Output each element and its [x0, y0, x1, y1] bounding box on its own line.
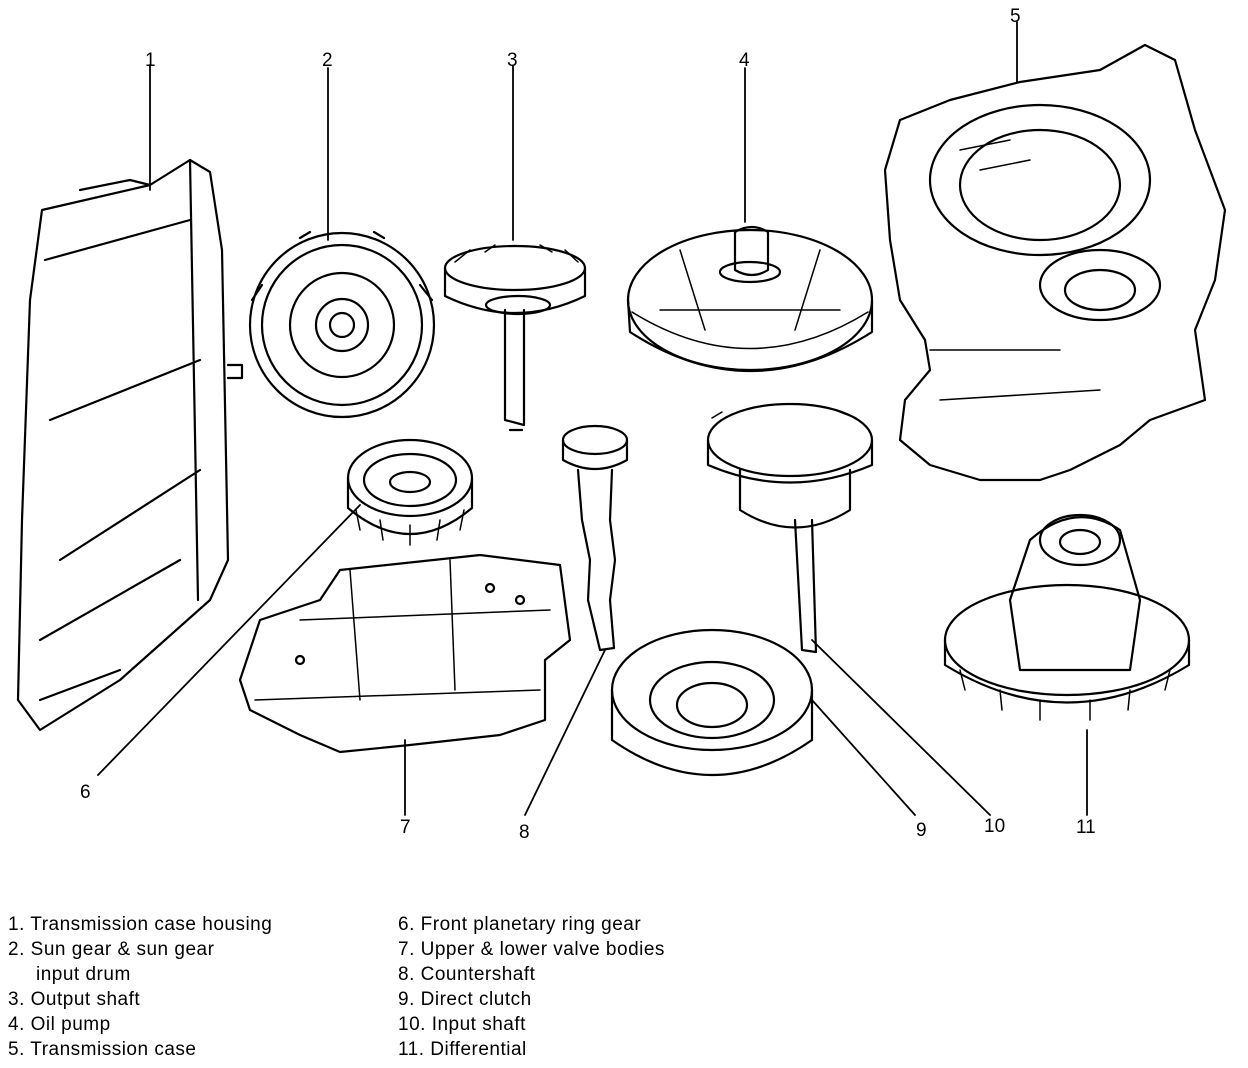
- legend-item-10: 10. Input shaft: [398, 1012, 665, 1037]
- legend-item-6: 6. Front planetary ring gear: [398, 912, 665, 937]
- legend-item-8: 8. Countershaft: [398, 962, 665, 987]
- part-transmission-case: [883, 43, 1227, 482]
- legend-text: Differential: [430, 1039, 527, 1060]
- legend-item-9: 9. Direct clutch: [398, 987, 665, 1012]
- legend-item-7: 7. Upper & lower valve bodies: [398, 937, 665, 962]
- part-sun-gear-input-drum: [248, 230, 436, 419]
- legend-text: Transmission case: [30, 1039, 197, 1060]
- callout-5: 5: [1010, 6, 1021, 27]
- legend-text: input drum: [36, 964, 131, 985]
- callout-7: 7: [400, 817, 411, 838]
- callout-9: 9: [916, 820, 927, 841]
- legend-number: 3.: [8, 989, 25, 1010]
- exploded-transmission-diagram: 1 2 3 4 5 6 7 8 9 10 11: [16, 6, 1227, 843]
- legend-item-4: 4. Oil pump: [8, 1012, 272, 1037]
- legend-text: Countershaft: [420, 964, 536, 985]
- legend-text: Sun gear & sun gear: [30, 939, 215, 960]
- legend-text: Output shaft: [30, 989, 141, 1010]
- legend-text: Transmission case housing: [30, 914, 273, 935]
- legend-number: 2.: [8, 939, 25, 960]
- callout-6: 6: [80, 782, 91, 803]
- legend-number: 5.: [8, 1039, 25, 1060]
- legend-item-5: 5. Transmission case: [8, 1037, 272, 1062]
- callout-10: 10: [984, 816, 1005, 837]
- legend-item-2-continued: input drum: [8, 962, 272, 987]
- legend-number: 7.: [398, 939, 415, 960]
- legend-text: Direct clutch: [420, 989, 532, 1010]
- legend-number: 1.: [8, 914, 25, 935]
- legend-number: 6.: [398, 914, 415, 935]
- legend-text: Input shaft: [431, 1014, 526, 1035]
- legend-number: 10.: [398, 1014, 426, 1035]
- legend-number: 9.: [398, 989, 415, 1010]
- legend-text: Upper & lower valve bodies: [420, 939, 665, 960]
- legend-number: 11.: [398, 1039, 425, 1060]
- parts-legend-left: 1. Transmission case housing 2. Sun gear…: [8, 912, 272, 1062]
- part-direct-clutch: [610, 628, 814, 777]
- legend-item-3: 3. Output shaft: [8, 987, 272, 1012]
- part-input-shaft: [706, 402, 874, 654]
- callout-2: 2: [322, 50, 333, 71]
- legend-item-2: 2. Sun gear & sun gear: [8, 937, 272, 962]
- legend-text: Oil pump: [30, 1014, 111, 1035]
- callout-1: 1: [145, 50, 156, 71]
- part-valve-bodies: [238, 553, 572, 754]
- part-output-shaft: [443, 244, 587, 432]
- parts-legend-right: 6. Front planetary ring gear 7. Upper & …: [398, 912, 665, 1062]
- part-oil-pump: [626, 225, 874, 372]
- legend-number: 8.: [398, 964, 415, 985]
- leader-lines: [97, 21, 1088, 816]
- legend-text: Front planetary ring gear: [420, 914, 642, 935]
- part-transmission-case-housing: [16, 158, 244, 732]
- callout-3: 3: [507, 50, 518, 71]
- callout-11: 11: [1076, 817, 1096, 838]
- callout-4: 4: [739, 50, 750, 71]
- part-front-planetary-ring-gear: [346, 438, 474, 546]
- part-countershaft: [561, 424, 629, 652]
- legend-item-1: 1. Transmission case housing: [8, 912, 272, 937]
- legend-item-11: 11. Differential: [398, 1037, 665, 1062]
- legend-number: 4.: [8, 1014, 25, 1035]
- callout-8: 8: [519, 822, 530, 843]
- part-differential: [943, 513, 1191, 721]
